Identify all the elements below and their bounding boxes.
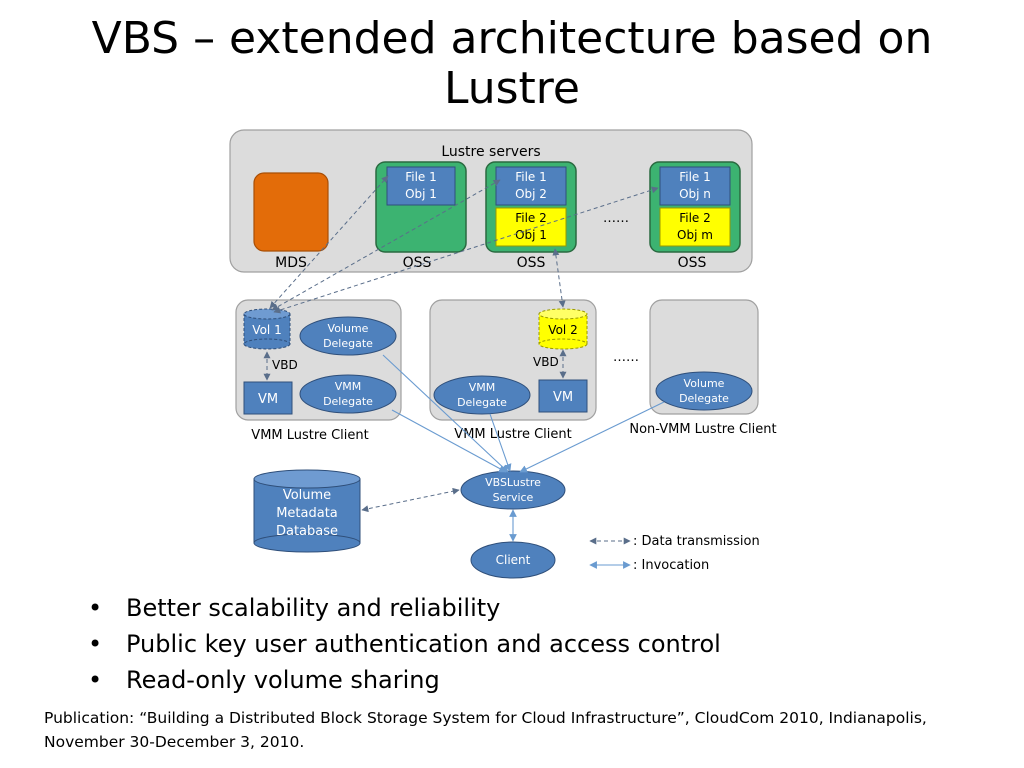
slide-title: VBS – extended architecture based on Lus… [0, 14, 1024, 114]
oss3-label: OSS [678, 255, 707, 271]
bullet-list: Better scalability and reliability Publi… [88, 590, 721, 698]
vmm-lustre-client-2: Vol 2 VBD VM VMM Delegate VMM Lustre Cli… [429, 299, 597, 442]
database-line1: Volume [283, 488, 331, 503]
vol1-label: Vol 1 [252, 323, 281, 337]
vm2-label: VM [553, 390, 573, 405]
vm1-label: VM [258, 392, 278, 407]
vmm-lustre-client-1: Vol 1 VBD VM Volume Delegate VMM Delegat… [235, 299, 402, 443]
oss2-file-a-label: File 1 [515, 170, 547, 184]
lustre-servers-label: Lustre servers [441, 144, 540, 160]
vol1-cylinder: Vol 1 [243, 308, 291, 350]
database-line2: Metadata [276, 506, 338, 521]
vm2-box [538, 379, 588, 413]
volume-metadata-database: Volume Metadata Database [253, 469, 361, 553]
client-label: Client [496, 553, 531, 567]
arrow-vmmdel1-service [391, 409, 507, 473]
vol2-cylinder: Vol 2 [538, 308, 588, 350]
client2-label: VMM Lustre Client [454, 427, 571, 442]
arrow-db-service [361, 487, 460, 513]
client3-label: Non-VMM Lustre Client [629, 422, 776, 437]
vbd2-label: VBD [533, 355, 559, 369]
volume-delegate-1-line1: Volume [328, 322, 369, 335]
vbd1-label: VBD [272, 358, 298, 372]
oss3-file-a-label: File 1 [679, 170, 711, 184]
legend-data-label: : Data transmission [633, 534, 760, 549]
volume-delegate-1-line2: Delegate [323, 337, 373, 350]
oss-node-3: File 1 Obj n File 2 Obj m OSS [649, 161, 741, 271]
vbslustre-service: VBSLustre Service [460, 470, 566, 510]
vmm-delegate-1 [299, 374, 397, 414]
oss3-obj-a-label: Obj n [679, 187, 711, 201]
oss1-label: OSS [403, 255, 432, 271]
arrow-voldel3-service [519, 401, 665, 473]
invocation-arrows [382, 354, 665, 542]
vmm-delegate-1-line2: Delegate [323, 395, 373, 408]
bullet-item: Read-only volume sharing [88, 662, 721, 698]
vol2-label: Vol 2 [548, 323, 577, 337]
mds-label: MDS [275, 255, 307, 271]
clients-ellipsis: …… [613, 350, 639, 365]
oss2-label: OSS [517, 255, 546, 271]
arrow-vmmdel2-service [489, 413, 512, 472]
slide-title-line-1: VBS – extended architecture based on [91, 13, 933, 64]
volume-delegate-3-line1: Volume [684, 377, 725, 390]
oss1-obj-label: Obj 1 [405, 187, 437, 201]
publication-note: Publication: “Building a Distributed Blo… [44, 706, 984, 754]
bullet-item: Public key user authentication and acces… [88, 626, 721, 662]
oss1-file-label: File 1 [405, 170, 437, 184]
data-transmission-arrows [263, 175, 659, 513]
non-vmm-lustre-client: Volume Delegate Non-VMM Lustre Client [629, 299, 777, 437]
volume-delegate-1 [299, 316, 397, 356]
legend: : Data transmission : Invocation [589, 534, 760, 573]
vmm-delegate-2-line2: Delegate [457, 396, 507, 409]
publication-line-1: Publication: “Building a Distributed Blo… [44, 709, 927, 727]
vmm-delegate-1-line1: VMM [335, 380, 362, 393]
service-line2: Service [493, 491, 534, 504]
arrow-vol2-oss2 [552, 248, 566, 308]
client1-label: VMM Lustre Client [251, 428, 368, 443]
bullet-item: Better scalability and reliability [88, 590, 721, 626]
arrow-vol1-oss3 [273, 186, 659, 314]
oss3-file-b-label: File 2 [679, 211, 711, 225]
database-line3: Database [276, 524, 338, 539]
legend-invocation-label: : Invocation [633, 558, 709, 573]
slide-title-line-2: Lustre [444, 63, 580, 114]
client-node: Client [470, 541, 556, 579]
vm1-box [243, 381, 293, 415]
oss3-obj-b-label: Obj m [677, 228, 713, 242]
vmm-delegate-2-line1: VMM [469, 381, 496, 394]
servers-ellipsis: …… [603, 211, 629, 226]
volume-delegate-3 [655, 371, 753, 411]
arrow-voldel1-service [382, 354, 509, 473]
publication-line-2: November 30-December 3, 2010. [44, 733, 305, 751]
vmm-delegate-2 [433, 375, 531, 415]
volume-delegate-3-line2: Delegate [679, 392, 729, 405]
oss2-obj-b-label: Obj 1 [515, 228, 547, 242]
oss2-obj-a-label: Obj 2 [515, 187, 547, 201]
oss2-file-b-label: File 2 [515, 211, 547, 225]
service-line1: VBSLustre [485, 476, 541, 489]
